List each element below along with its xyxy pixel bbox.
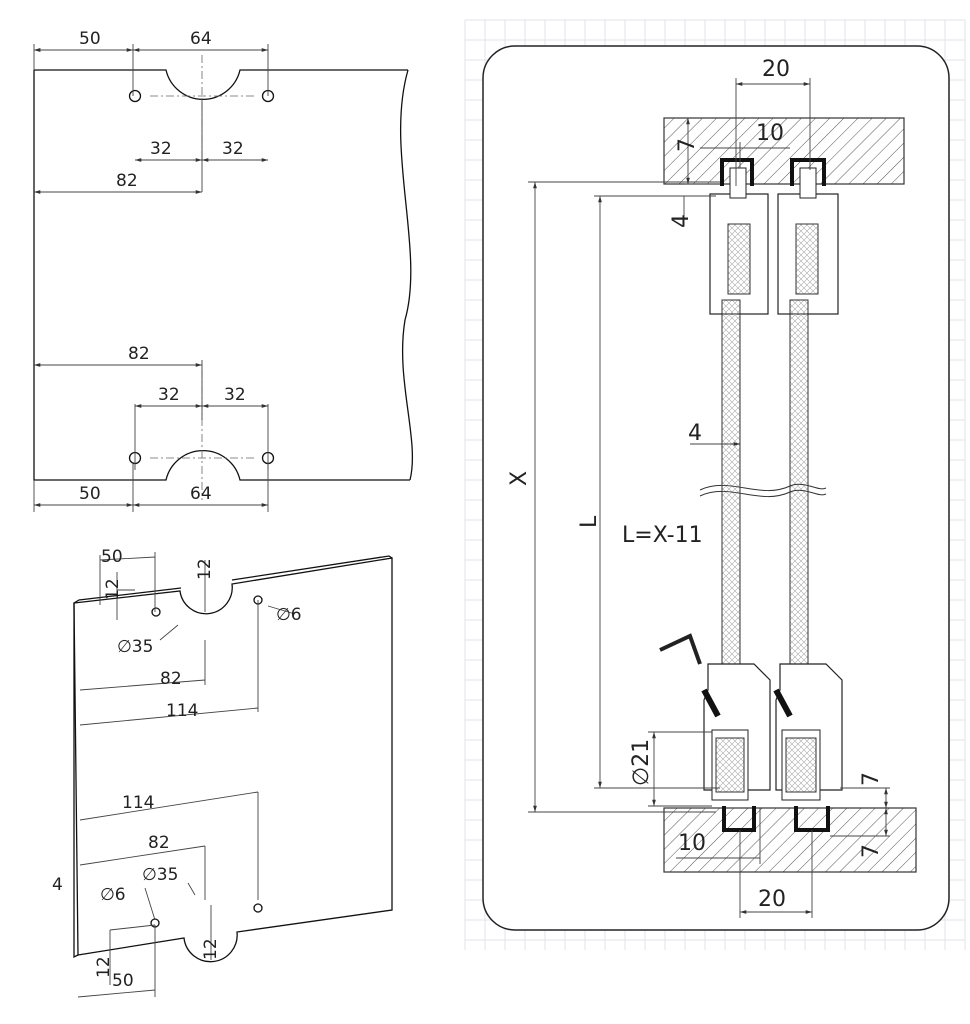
top-carrier-right [777,167,839,315]
top-carrier-left [709,167,769,315]
panel-plan-view: 50 64 32 32 82 82 32 32 50 64 [34,29,414,512]
dim-50: 50 [79,29,101,49]
dim-10: 10 [756,121,784,146]
dim-4: 4 [688,421,702,446]
bottom-track-left [722,806,756,832]
dim-82: 82 [148,833,170,853]
dim-32: 32 [222,139,244,159]
dim-4: 4 [52,875,63,895]
dim-12: 12 [103,578,123,600]
dim-7: 7 [675,138,700,152]
screw-hole [128,89,142,103]
dim-32: 32 [158,385,180,405]
dim-diameter-35: ∅35 [142,865,178,885]
dim-12: 12 [201,938,221,960]
dim-10: 10 [678,831,706,856]
dim-diameter-6: ∅6 [100,885,126,905]
dim-82: 82 [160,669,182,689]
dim-x: X [507,471,532,486]
dim-64: 64 [190,484,212,504]
dim-50: 50 [112,971,134,991]
top-track-right [790,158,826,186]
dim-50: 50 [101,547,123,567]
dim-82: 82 [116,171,138,191]
dim-32: 32 [150,139,172,159]
dim-diameter-21: ∅21 [629,739,654,786]
dim-l: L [577,515,602,528]
top-track-left [720,158,754,186]
dim-50: 50 [79,484,101,504]
dim-4: 4 [669,214,694,228]
dim-7: 7 [859,772,884,786]
bottom-guide-right [773,663,843,801]
screw-hole [253,903,263,913]
formula: L=X-11 [622,523,703,548]
dim-diameter-6: ∅6 [276,605,302,625]
dim-12: 12 [94,956,114,978]
dim-82: 82 [128,344,150,364]
top-rail [663,117,905,185]
dim-20: 20 [758,887,786,912]
allen-key-icon [659,633,702,665]
dim-64: 64 [190,29,212,49]
glass-panel-left [721,299,741,681]
panel-isometric-view: 50 12 12 ∅6 ∅35 82 114 114 82 ∅35 4 ∅6 1… [52,547,393,998]
dim-32: 32 [224,385,246,405]
section-view: 20 10 7 4 4 X L L=X-11 ∅21 7 7 10 20 [482,45,950,931]
dim-114: 114 [122,793,154,813]
screw-hole [151,607,161,617]
panel-outline-top [34,69,408,100]
dim-diameter-35: ∅35 [117,637,153,657]
dim-12: 12 [195,558,215,580]
dim-114: 114 [166,701,198,721]
panel-wavy-edge [399,69,414,481]
dim-7: 7 [859,844,884,858]
bottom-guide-left [701,663,771,801]
bottom-rail [663,807,917,873]
break-line [699,483,827,492]
dim-20: 20 [762,57,790,82]
